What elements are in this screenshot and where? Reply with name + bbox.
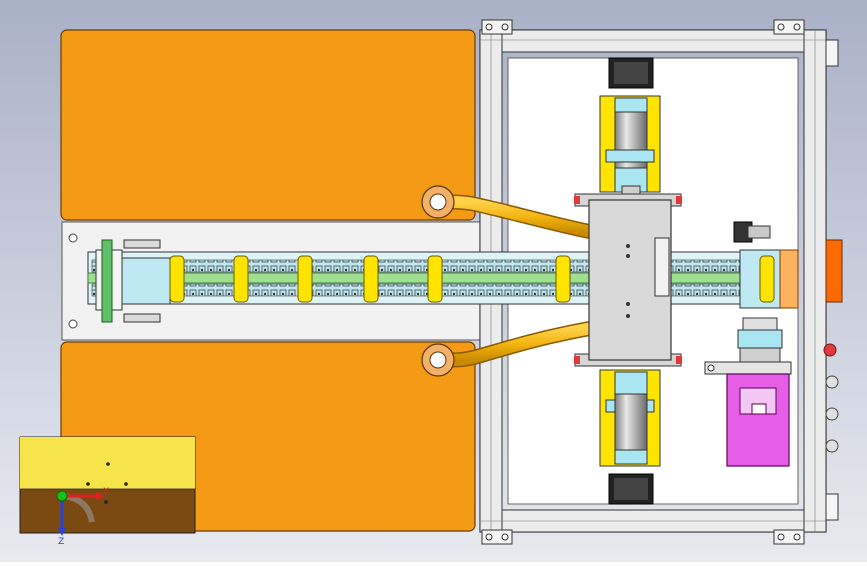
mounting-hole (68, 319, 78, 329)
coupling[interactable] (737, 317, 783, 363)
top-plate[interactable] (60, 29, 476, 221)
air-tube[interactable] (444, 194, 600, 368)
upper-cylinder[interactable] (599, 57, 661, 199)
coordinate-triad: X Z (19, 436, 196, 547)
x-axis-label: X (103, 487, 109, 497)
servo-motor[interactable] (704, 361, 792, 467)
cable-holder (759, 255, 775, 303)
cable-holder (169, 255, 185, 303)
limit-sensor[interactable] (733, 221, 771, 243)
cable-holder (555, 255, 571, 303)
cable-holder (297, 255, 313, 303)
tube-flange (421, 185, 455, 377)
cable-holder (233, 255, 249, 303)
mounting-hole (68, 233, 78, 243)
z-axis-label: Z (58, 537, 64, 547)
sliding-carriage[interactable] (574, 193, 682, 367)
cable-holder (427, 255, 443, 303)
lower-cylinder[interactable] (599, 369, 661, 505)
guide-rail (87, 272, 799, 284)
corner-bracket (481, 19, 843, 545)
cable-holder-group (169, 255, 775, 303)
cable-holder (363, 255, 379, 303)
